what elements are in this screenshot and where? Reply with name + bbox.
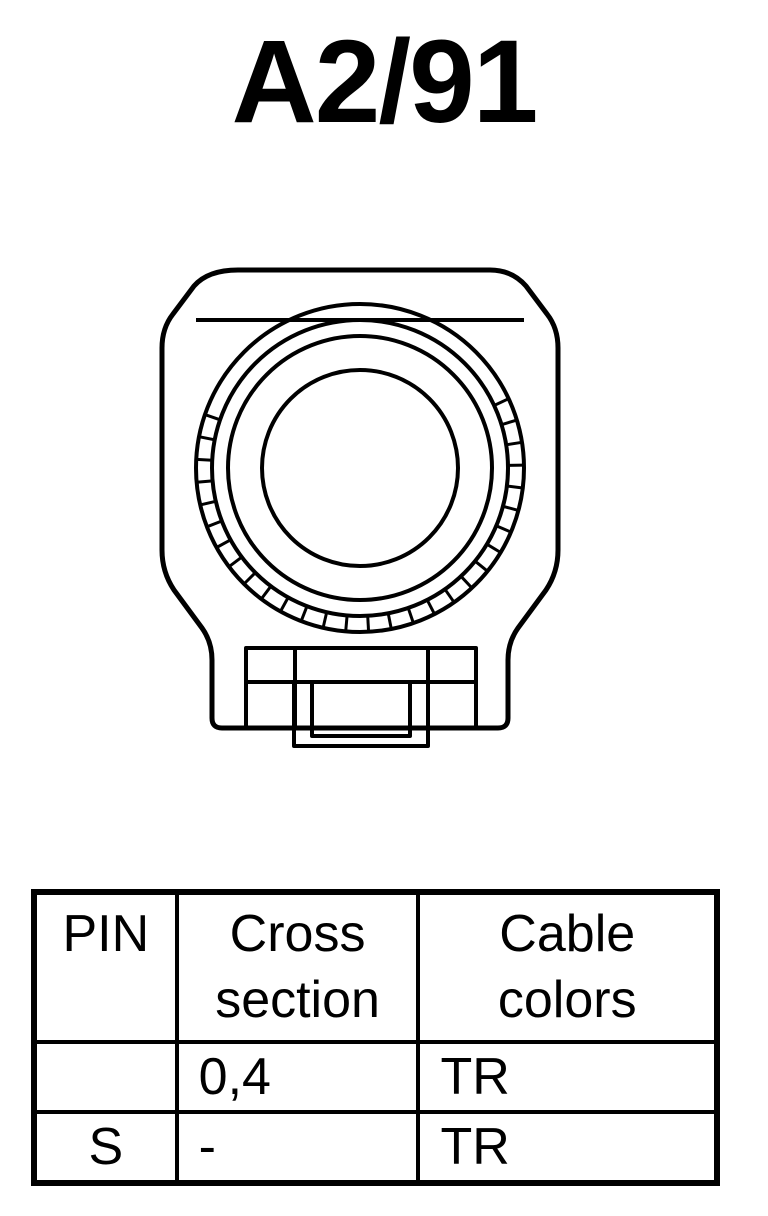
cell-cable-color: TR <box>416 1040 719 1114</box>
knurl-tick <box>425 599 436 615</box>
knurl-tick <box>486 542 502 554</box>
header-cross-section-line2: section <box>215 971 380 1029</box>
knurl-tick <box>493 397 510 407</box>
knurl-tick <box>199 499 217 507</box>
knurl-tick <box>279 596 290 613</box>
header-cross-section-line1: Cross <box>229 905 366 963</box>
connector-housing-outline <box>159 267 561 731</box>
inner-ring <box>226 334 494 602</box>
header-cable-colors-line2: colors <box>497 971 637 1029</box>
knurl-tick <box>459 575 473 589</box>
knurl-tick <box>495 524 512 534</box>
knurled-ring <box>194 302 526 634</box>
pin-table: PIN Cross section Cable colors 0,4 TR S … <box>31 889 720 1186</box>
knurl-tick <box>299 605 309 622</box>
cell-cable-color: TR <box>416 1110 719 1185</box>
knurl-tick <box>406 607 415 624</box>
connector-title: A2/91 <box>231 16 539 148</box>
knurl-tick <box>386 613 393 630</box>
knurl-tick <box>474 559 489 573</box>
knurl-tick <box>506 484 523 490</box>
header-cross-section: Cross section <box>174 890 421 1044</box>
header-pin: PIN <box>32 890 179 1044</box>
header-cable-colors-line1: Cable <box>499 905 636 963</box>
knurl-tick <box>215 538 232 549</box>
knurl-tick <box>321 611 329 629</box>
knurl-tick <box>196 479 213 484</box>
knurl-tick <box>260 585 273 600</box>
knurl-tick <box>443 588 456 604</box>
knurl-tick <box>505 440 523 447</box>
table-header-row: PIN Cross section Cable colors <box>32 890 719 1044</box>
header-cable-colors: Cable colors <box>416 890 719 1044</box>
cell-cross-section: 0,4 <box>174 1040 421 1114</box>
header-pin-text: PIN <box>62 905 150 963</box>
knurl-tick <box>196 457 213 462</box>
knurl-tick <box>242 571 257 586</box>
table-row: 0,4 TR <box>32 1040 719 1114</box>
cell-pin <box>32 1040 179 1114</box>
knurl-tick <box>198 435 215 442</box>
knurl-tick <box>366 615 371 632</box>
knurl-tick <box>204 413 221 422</box>
knurl-tick <box>344 615 349 632</box>
table-row: S - TR <box>32 1110 719 1185</box>
knurl-tick <box>502 504 519 512</box>
knurl-tick <box>501 418 518 427</box>
latch-block <box>244 646 478 748</box>
connector-drawing <box>159 267 561 748</box>
knurl-tick <box>206 519 223 529</box>
inner-bore <box>260 368 460 568</box>
cell-cross-section: - <box>174 1110 421 1185</box>
knurl-tick <box>228 555 243 568</box>
cell-pin: S <box>32 1110 179 1185</box>
